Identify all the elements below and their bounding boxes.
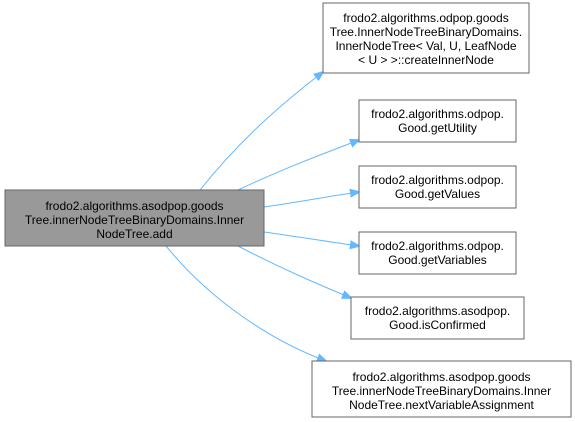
edge-to-get-variables — [263, 231, 359, 246]
target-node-get-utility[interactable]: frodo2.algorithms.odpop. Good.getUtility — [358, 99, 517, 143]
get-utility-line-1: frodo2.algorithms.odpop. — [371, 107, 504, 121]
target-node-is-confirmed[interactable]: frodo2.algorithms.asodpop. Good.isConfir… — [350, 296, 525, 340]
source-line-3: NodeTree.add — [96, 227, 172, 241]
is-confirmed-line-1: frodo2.algorithms.asodpop. — [365, 304, 510, 318]
call-edges — [165, 72, 359, 361]
get-values-line-2: Good.getValues — [395, 187, 480, 201]
edge-to-next-variable-assignment — [165, 245, 326, 361]
get-variables-line-1: frodo2.algorithms.odpop. — [371, 239, 504, 253]
edge-to-create-inner-node — [199, 72, 323, 191]
source-line-2: Tree.innerNodeTreeBinaryDomains.Inner — [25, 213, 244, 227]
create-inner-node-line-2: Tree.InnerNodeTreeBinaryDomains. — [330, 25, 523, 39]
create-inner-node-line-4: < U > >::createInnerNode — [358, 53, 494, 67]
get-values-line-1: frodo2.algorithms.odpop. — [371, 173, 504, 187]
is-confirmed-line-2: Good.isConfirmed — [389, 318, 486, 332]
create-inner-node-line-3: InnerNodeTree< Val, U, LeafNode — [335, 39, 516, 53]
source-node[interactable]: frodo2.algorithms.asodpop.goods Tree.inn… — [4, 189, 265, 247]
next-variable-assignment-line-3: NodeTree.nextVariableAssignment — [349, 398, 534, 412]
source-line-1: frodo2.algorithms.asodpop.goods — [45, 199, 223, 213]
get-variables-line-2: Good.getVariables — [388, 253, 487, 267]
target-node-next-variable-assignment[interactable]: frodo2.algorithms.asodpop.goods Tree.inn… — [311, 360, 572, 418]
next-variable-assignment-line-1: frodo2.algorithms.asodpop.goods — [352, 370, 530, 384]
target-node-get-variables[interactable]: frodo2.algorithms.odpop. Good.getVariabl… — [358, 231, 517, 275]
edge-to-get-values — [263, 192, 359, 208]
edge-to-is-confirmed — [237, 245, 351, 298]
next-variable-assignment-line-2: Tree.innerNodeTreeBinaryDomains.Inner — [332, 384, 551, 398]
edge-to-get-utility — [237, 140, 359, 191]
target-node-create-inner-node[interactable]: frodo2.algorithms.odpop.goods Tree.Inner… — [322, 2, 530, 74]
create-inner-node-line-1: frodo2.algorithms.odpop.goods — [343, 11, 508, 25]
get-utility-line-2: Good.getUtility — [398, 121, 477, 135]
target-node-get-values[interactable]: frodo2.algorithms.odpop. Good.getValues — [358, 165, 517, 209]
